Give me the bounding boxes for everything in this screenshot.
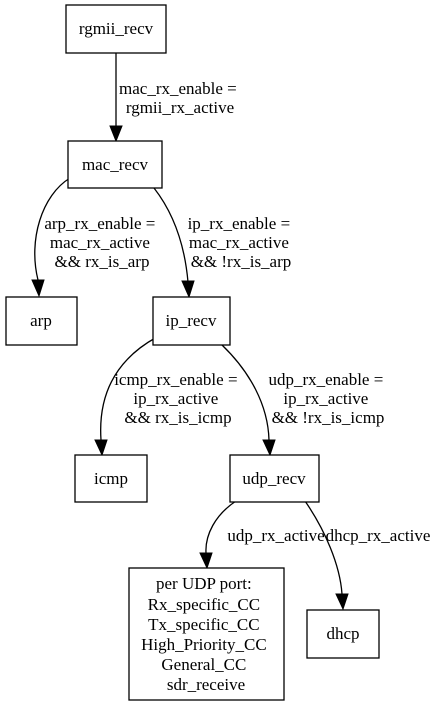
- node-box: [65, 4, 167, 54]
- edge-label: ip_rx_enable = mac_rx_active && !rx_is_a…: [188, 214, 295, 271]
- node-box: [67, 140, 163, 189]
- node-label: icmp: [94, 469, 128, 488]
- node-box: [229, 454, 320, 503]
- node-udp-recv: udp_recv: [229, 454, 320, 503]
- edge-udp-to-ports: udp_rx_active: [199, 500, 325, 570]
- arrowhead: [31, 279, 45, 298]
- edge-mac-to-arp: arp_rx_enable = mac_rx_active && rx_is_a…: [31, 177, 159, 298]
- arrowhead: [199, 552, 213, 570]
- edge-line: [304, 500, 343, 595]
- node-icmp: icmp: [74, 454, 148, 503]
- node-box: [152, 296, 231, 346]
- edge-label: arp_rx_enable = mac_rx_active && rx_is_a…: [44, 214, 159, 271]
- node-label: per UDP port: Rx_specific_CC Tx_specific…: [141, 574, 271, 694]
- edge-label: icmp_rx_enable = ip_rx_active && rx_is_i…: [114, 370, 242, 427]
- node-box: [128, 567, 285, 701]
- edge-mac-to-ip: ip_rx_enable = mac_rx_active && !rx_is_a…: [153, 187, 295, 299]
- edge-label: dhcp_rx_active: [326, 526, 431, 545]
- node-label: arp: [30, 311, 52, 330]
- node-label: rgmii_recv: [79, 19, 154, 38]
- edge-label: udp_rx_active: [227, 526, 324, 545]
- node-dhcp: dhcp: [306, 609, 380, 659]
- edge-udp-to-dhcp: dhcp_rx_active: [304, 500, 431, 611]
- edge-line: [221, 344, 270, 441]
- node-label: mac_recv: [82, 155, 149, 174]
- edge-label: mac_rx_enable = rgmii_rx_active: [119, 79, 241, 117]
- node-mac-recv: mac_recv: [67, 140, 163, 189]
- edge-ip-to-udp: udp_rx_enable = ip_rx_active && !rx_is_i…: [221, 344, 387, 457]
- node-box: [5, 296, 78, 346]
- edge-label: udp_rx_enable = ip_rx_active && !rx_is_i…: [268, 370, 387, 427]
- node-rgmii-recv: rgmii_recv: [65, 4, 167, 54]
- node-box: [74, 454, 148, 503]
- edge-ip-to-icmp: icmp_rx_enable = ip_rx_active && rx_is_i…: [94, 336, 242, 457]
- node-arp: arp: [5, 296, 78, 346]
- node-box: [306, 609, 380, 659]
- arrowhead: [94, 439, 108, 457]
- edge-rgmii-to-mac: mac_rx_enable = rgmii_rx_active: [109, 53, 241, 143]
- arrowhead: [181, 280, 195, 299]
- edge-line: [205, 500, 237, 554]
- node-label: dhcp: [326, 624, 359, 643]
- arrowhead: [262, 439, 276, 457]
- node-label: udp_recv: [242, 469, 306, 488]
- edge-line: [153, 187, 189, 283]
- edge-line: [34, 177, 71, 281]
- arrowhead: [109, 125, 123, 143]
- arrowhead: [335, 593, 349, 611]
- node-label: ip_recv: [166, 311, 217, 330]
- edge-line: [100, 336, 158, 441]
- node-ip-recv: ip_recv: [152, 296, 231, 346]
- node-udp-ports: per UDP port: Rx_specific_CC Tx_specific…: [128, 567, 285, 701]
